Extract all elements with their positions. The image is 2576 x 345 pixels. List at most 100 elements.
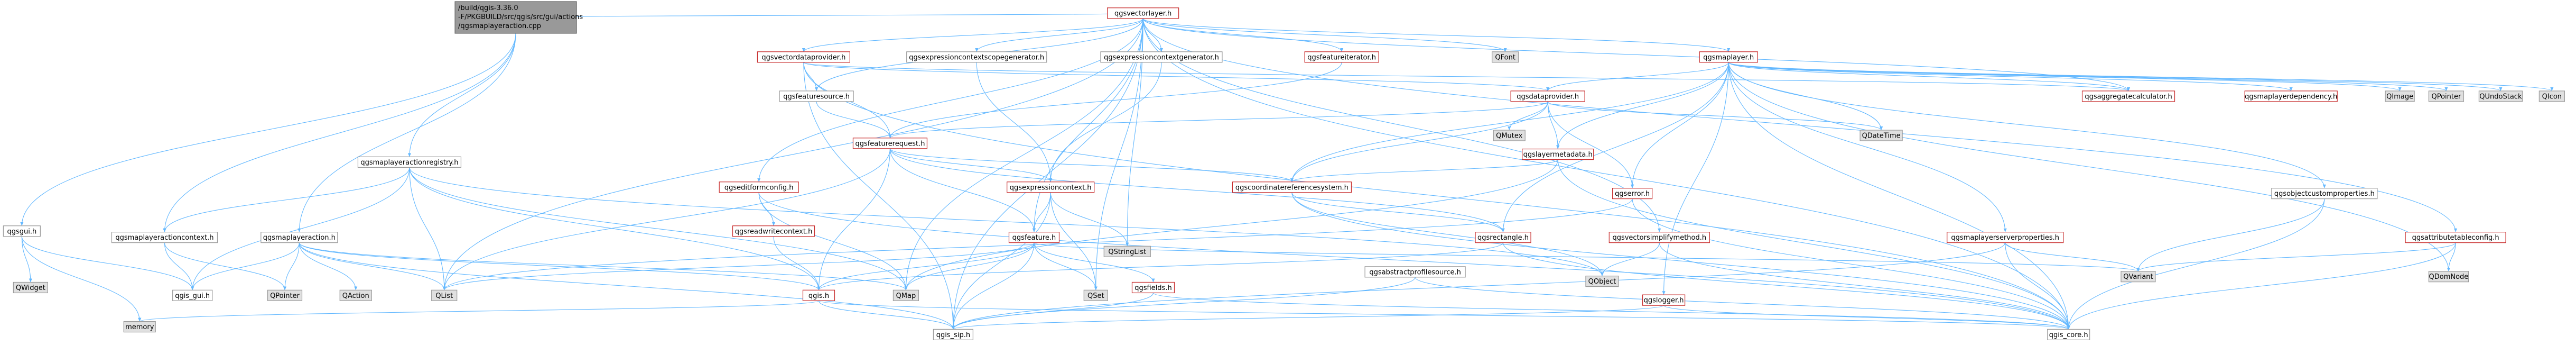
node-qmap[interactable]: QMap bbox=[892, 289, 919, 301]
node-qset[interactable]: QSet bbox=[1083, 289, 1108, 301]
node-qgsgui[interactable]: qgsgui.h bbox=[3, 225, 41, 237]
edge-qgsfeature-to-qset bbox=[1034, 242, 1098, 290]
node-qgsabstractprofilesource[interactable]: qgsabstractprofilesource.h bbox=[1364, 266, 1466, 278]
node-qvariant[interactable]: QVariant bbox=[2121, 271, 2156, 283]
node-label: qgseditformconfig.h bbox=[724, 184, 794, 192]
edge-qgsexpressioncontext-to-qset bbox=[1050, 192, 1098, 290]
node-label: QPointer bbox=[270, 292, 300, 300]
node-qobject[interactable]: QObject bbox=[1585, 275, 1619, 287]
node-qaction[interactable]: QAction bbox=[339, 289, 372, 301]
node-qgseditformconfig[interactable]: qgseditformconfig.h bbox=[719, 181, 799, 193]
node-qgsrectangle[interactable]: qgsrectangle.h bbox=[1475, 232, 1531, 243]
node-label: QMutex bbox=[1496, 132, 1523, 140]
node-qdomnode[interactable]: QDomNode bbox=[2428, 271, 2469, 283]
node-qstringlist[interactable]: QStringList bbox=[1103, 246, 1151, 257]
node-qgslayermetadata[interactable]: qgslayermetadata.h bbox=[1522, 148, 1594, 160]
node-qlist[interactable]: QList bbox=[431, 289, 458, 301]
node-label: qgsmaplayeractionregistry.h bbox=[360, 159, 458, 167]
node-qgsobjectcustomproperties[interactable]: qgsobjectcustomproperties.h bbox=[2271, 188, 2378, 199]
node-qundostack[interactable]: QUndoStack bbox=[2478, 90, 2523, 102]
node-label: qgscoordinatereferencesystem.h bbox=[1235, 184, 1349, 192]
node-qgsdataprovider[interactable]: qgsdataprovider.h bbox=[1510, 90, 1585, 102]
node-qgscoordinatereferencesystem[interactable]: qgscoordinatereferencesystem.h bbox=[1232, 181, 1352, 193]
edge-qgsvectorlayer-to-qlist bbox=[442, 18, 1143, 290]
node-qgsfields[interactable]: qgsfields.h bbox=[1131, 282, 1175, 294]
edge-qgsexpressioncontext-to-qgis_sip bbox=[951, 192, 1051, 330]
edge-qgsexpressioncontextscopegenerator-to-qgsexpressioncontext bbox=[976, 62, 1053, 182]
node-label: QFont bbox=[1495, 53, 1515, 61]
node-qmutex[interactable]: QMutex bbox=[1493, 130, 1526, 141]
edge-qgsfeaturerequest-to-qgsexpressioncontext bbox=[889, 148, 1053, 182]
edge-qgsmaplayeractionregistry-to-qmap bbox=[409, 167, 908, 290]
node-qgsattributetableconfig[interactable]: qgsattributetableconfig.h bbox=[2405, 232, 2506, 243]
node-qgis-h[interactable]: qgis.h bbox=[802, 289, 835, 301]
node-qgsmaplayeraction[interactable]: qgsmaplayeraction.h bbox=[261, 232, 338, 243]
node-qgsfeaturesource[interactable]: qgsfeaturesource.h bbox=[779, 90, 854, 102]
node-label: QDateTime bbox=[1862, 132, 1901, 140]
edge-qgsvectorlayer-to-qgsattributetableconfig bbox=[1142, 18, 2458, 232]
node-qgsaggregatecalculator[interactable]: qgsaggregatecalculator.h bbox=[2081, 90, 2175, 102]
node-qwidget[interactable]: QWidget bbox=[13, 282, 48, 294]
node-label: QSet bbox=[1087, 292, 1104, 300]
node-qimage[interactable]: QImage bbox=[2385, 90, 2415, 102]
node-qgsreadwritecontext[interactable]: qgsreadwritecontext.h bbox=[732, 225, 815, 237]
edge-qgis_h-to-memory bbox=[138, 300, 820, 322]
node-qgslogger[interactable]: qgslogger.h bbox=[1642, 294, 1686, 306]
node-qgsfeaturerequest[interactable]: qgsfeaturerequest.h bbox=[852, 138, 928, 149]
node-label: qgsexpressioncontextgenerator.h bbox=[1104, 53, 1219, 61]
edge-qgsmaplayer-to-qgsobjectcustomproperties bbox=[1728, 62, 2326, 188]
node-qgis-sip[interactable]: qgis_sip.h bbox=[933, 329, 973, 340]
node-qgsvectorlayer[interactable]: qgsvectorlayer.h bbox=[1107, 7, 1179, 19]
node-label: QObject bbox=[1588, 278, 1616, 286]
edge-qgsvectorlayer-to-qgsexpressioncontextgenerator bbox=[1142, 18, 1164, 52]
edge-qgsvectorlayer-to-qset bbox=[1094, 18, 1143, 290]
node-qgsmaplayer[interactable]: qgsmaplayer.h bbox=[1699, 51, 1758, 63]
node-qgis-core[interactable]: qgis_core.h bbox=[2047, 329, 2090, 340]
node-qgserror[interactable]: qgserror.h bbox=[1612, 188, 1653, 199]
edge-qgsfeaturerequest-to-qgsrectangle bbox=[889, 148, 1505, 232]
edge-qgsexpressioncontext-to-qgsfeature bbox=[1032, 192, 1051, 232]
node-label: memory bbox=[125, 323, 154, 331]
edge-qgsvectorsimplifymethod-to-qobject bbox=[1600, 242, 1660, 276]
node-qgsvectorsimplifymethod[interactable]: qgsvectorsimplifymethod.h bbox=[1608, 232, 1710, 243]
edge-qgsmaplayeraction-to-qlist bbox=[299, 242, 446, 290]
node-qpointer-r[interactable]: QPointer bbox=[2428, 90, 2465, 102]
node-qgsmaplayerserverproperties[interactable]: qgsmaplayerserverproperties.h bbox=[1947, 232, 2064, 243]
edge-root-to-qgsvectorlayer bbox=[515, 13, 1144, 18]
node-qgsfeatureiterator[interactable]: qgsfeatureiterator.h bbox=[1304, 51, 1379, 63]
node-label: QWidget bbox=[16, 284, 45, 292]
root-file-label: /build/qgis-3.36.0 bbox=[458, 4, 518, 12]
edge-qgsfeaturerequest-to-qgsfeature bbox=[889, 148, 1036, 232]
node-qgsexpressioncontextgenerator[interactable]: qgsexpressioncontextgenerator.h bbox=[1100, 51, 1223, 63]
node-memory[interactable]: memory bbox=[123, 321, 156, 333]
node-qfont[interactable]: QFont bbox=[1492, 51, 1519, 63]
edge-qgsattributetableconfig-to-qdomnode bbox=[2447, 242, 2456, 271]
edge-qgsexpressioncontextgenerator-to-qgsexpressioncontext bbox=[1049, 62, 1162, 182]
node-label: qgsreadwritecontext.h bbox=[735, 228, 813, 235]
node-qgsexpressioncontext[interactable]: qgsexpressioncontext.h bbox=[1007, 181, 1095, 193]
node-qpointer-l[interactable]: QPointer bbox=[267, 289, 303, 301]
edge-root-to-qgsgui bbox=[20, 33, 516, 226]
node-qgsgui-h[interactable]: qgis_gui.h bbox=[172, 289, 213, 301]
edge-qgsmaplayer-to-qgis_core bbox=[1728, 62, 2070, 330]
node-qgsmaplayeractionregistry[interactable]: qgsmaplayeractionregistry.h bbox=[357, 156, 462, 168]
node-label: qgsaggregatecalculator.h bbox=[2085, 93, 2172, 101]
node-label: qgsdataprovider.h bbox=[1517, 93, 1579, 101]
node-root[interactable]: /build/qgis-3.36.0-F/PKGBUILD/src/qgis/s… bbox=[454, 1, 583, 34]
edge-qgsfeature-to-qgis_h bbox=[817, 242, 1035, 290]
edge-qgsfeaturerequest-to-qlist bbox=[442, 148, 890, 290]
node-qdatetime[interactable]: QDateTime bbox=[1859, 130, 1903, 141]
node-label: qgis.h bbox=[808, 292, 829, 300]
edge-qgsfeature-to-qgis_sip bbox=[951, 242, 1035, 330]
node-qgsvectordataprovider[interactable]: qgsvectordataprovider.h bbox=[757, 51, 850, 63]
node-qgsmaplayeractioncontext[interactable]: qgsmaplayeractioncontext.h bbox=[111, 232, 218, 243]
edge-qgsattributetableconfig-to-qgis_core bbox=[2067, 242, 2456, 330]
edge-qgsdataprovider-to-qmutex bbox=[1508, 101, 1548, 131]
node-qgsmaplayerdependency[interactable]: qgsmaplayerdependency.h bbox=[2244, 90, 2338, 102]
node-qicon[interactable]: QIcon bbox=[2538, 90, 2565, 102]
node-qgsfeature[interactable]: qgsfeature.h bbox=[1008, 232, 1060, 243]
node-label: qgsobjectcustomproperties.h bbox=[2274, 190, 2375, 198]
node-qgsexpressioncontextscopegenerator[interactable]: qgsexpressioncontextscopegenerator.h bbox=[906, 51, 1047, 63]
edge-qgsdataprovider-to-qgsfeaturerequest bbox=[888, 101, 1548, 139]
